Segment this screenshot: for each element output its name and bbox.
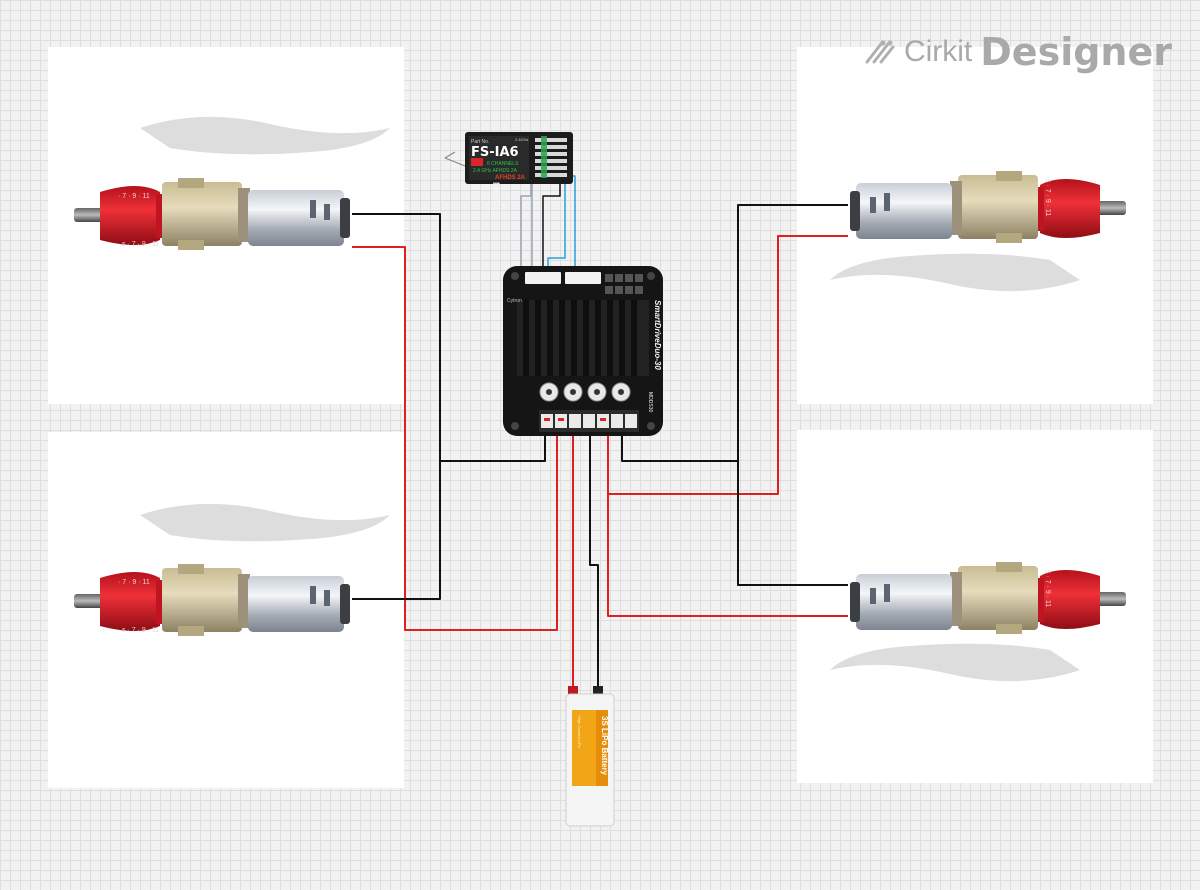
receiver-antenna [444, 151, 471, 169]
receiver-channels: 6 CHANNELS [487, 161, 519, 167]
receiver-part-label: Part No. [471, 139, 489, 145]
cirkit-brand: Cirkit Designer [864, 30, 1172, 74]
battery-sub: High Current LiPo [577, 716, 582, 749]
receiver-model: FS-IA6 [471, 145, 519, 160]
wire-tr-red[interactable] [607, 235, 848, 495]
lipo-battery[interactable]: 3S LiPo Battery High Current LiPo [565, 693, 615, 827]
wire-tl-red[interactable] [352, 246, 558, 631]
wire-bl-black[interactable] [352, 461, 441, 600]
driver-model-label: MDDS30 [491, 182, 501, 219]
wire-group [352, 151, 848, 690]
driver-brand: Cytron [507, 298, 522, 304]
brand-name-bold: Designer [980, 30, 1172, 74]
rc-receiver[interactable]: Part No. FS-IA6 6 CHANNELS 2.4 GHz AFHDS… [465, 132, 573, 184]
receiver-protocol: 2.4 GHz AFHDS 2A [473, 168, 518, 174]
battery-label: 3S LiPo Battery [600, 716, 609, 776]
wire-br-red[interactable] [607, 494, 848, 617]
driver-side-label: MDDS30 [647, 392, 653, 413]
receiver-afhds: AFHDS 2A [495, 175, 526, 181]
wire-br-black[interactable] [737, 461, 848, 586]
brand-name-light: Cirkit [903, 35, 973, 68]
wire-battery-black[interactable] [589, 432, 599, 690]
cirkit-logo-icon [865, 40, 895, 64]
receiver-freq: 2.4GHz [515, 137, 529, 142]
motor-driver[interactable]: MDDS30 SmartDriveDuo-30 Cytron MDDS30 [491, 182, 663, 436]
driver-name-label: SmartDriveDuo-30 [653, 300, 662, 370]
